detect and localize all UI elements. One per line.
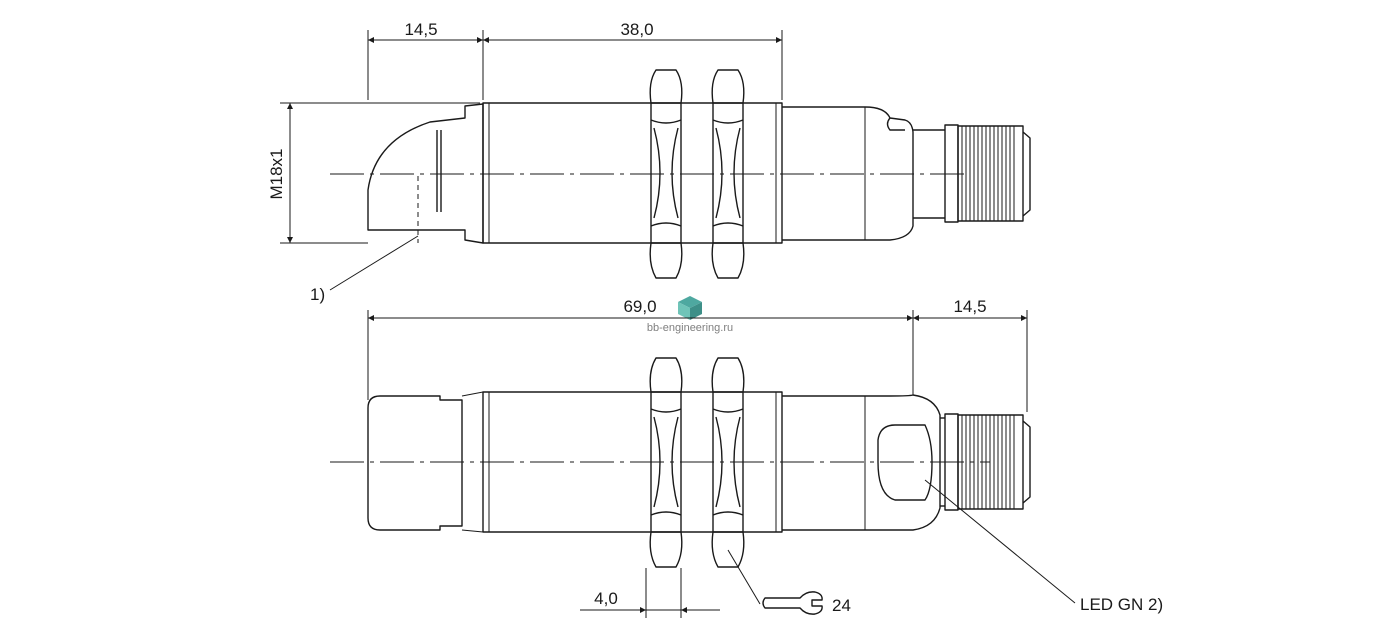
sensing-head-side: [367, 103, 484, 244]
callout-led: LED GN 2): [924, 479, 1163, 614]
callout-wrench: 24: [727, 549, 851, 615]
rear-housing-top: [782, 106, 959, 241]
bottom-view: 69,0 14,5: [330, 297, 1163, 618]
callout-note-1: 1): [310, 235, 419, 304]
dim-connector-length: 14,5: [913, 297, 1028, 412]
connector-top: [957, 125, 1031, 222]
dim-overall-length-label: 69,0: [623, 297, 656, 316]
callout-note-1-label: 1): [310, 285, 325, 304]
rear-housing-bottom: [782, 394, 959, 531]
dim-connector-length-label: 14,5: [953, 297, 986, 316]
dim-thread-spec: M18x1: [267, 102, 480, 244]
threaded-body-top: [482, 102, 783, 244]
hex-nut-1-top: [649, 69, 683, 279]
dim-top-left-label: 14,5: [404, 20, 437, 39]
callout-wrench-label: 24: [832, 596, 851, 615]
callout-led-label: LED GN 2): [1080, 595, 1163, 614]
sensing-head-front: [367, 391, 484, 533]
dim-thread-length-label: 38,0: [620, 20, 653, 39]
top-view: 14,5 38,0 M18x1: [267, 20, 1031, 304]
hex-nut-2-top: [711, 69, 745, 279]
dim-overall-length: 69,0: [367, 297, 914, 400]
watermark-text: bb-engineering.ru: [647, 322, 733, 334]
dim-thread-spec-label: M18x1: [267, 148, 286, 199]
cube-logo-icon: [678, 296, 702, 320]
dim-nut-thickness-label: 4,0: [594, 589, 618, 608]
dim-thread-length: 38,0: [483, 20, 783, 100]
dim-top-left: 14,5: [367, 20, 484, 100]
wrench-icon: [762, 591, 823, 615]
dim-nut-thickness: 4,0: [580, 568, 720, 618]
connector-bottom: [957, 414, 1031, 510]
watermark: bb-engineering.ru: [647, 296, 733, 334]
